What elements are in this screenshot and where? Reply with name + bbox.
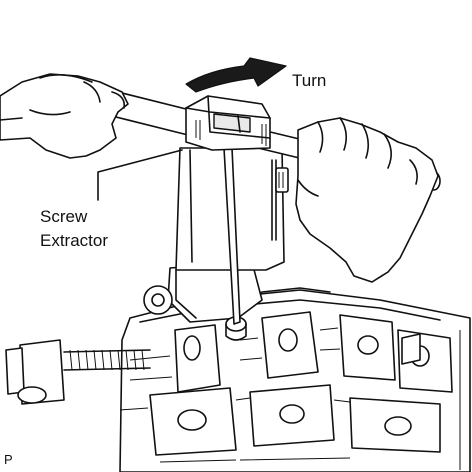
leader-line <box>97 149 183 201</box>
spring <box>5 339 151 405</box>
lower-assembly <box>119 287 471 472</box>
curved-arrow-icon <box>185 57 287 93</box>
right-hand <box>295 117 439 283</box>
screw-extractor-label-line1: Screw <box>40 207 88 226</box>
screw-extractor-label-line2: Extractor <box>40 231 109 250</box>
turn-label: Turn <box>292 71 327 90</box>
figure-code: P <box>4 452 13 467</box>
left-hand <box>0 73 129 159</box>
